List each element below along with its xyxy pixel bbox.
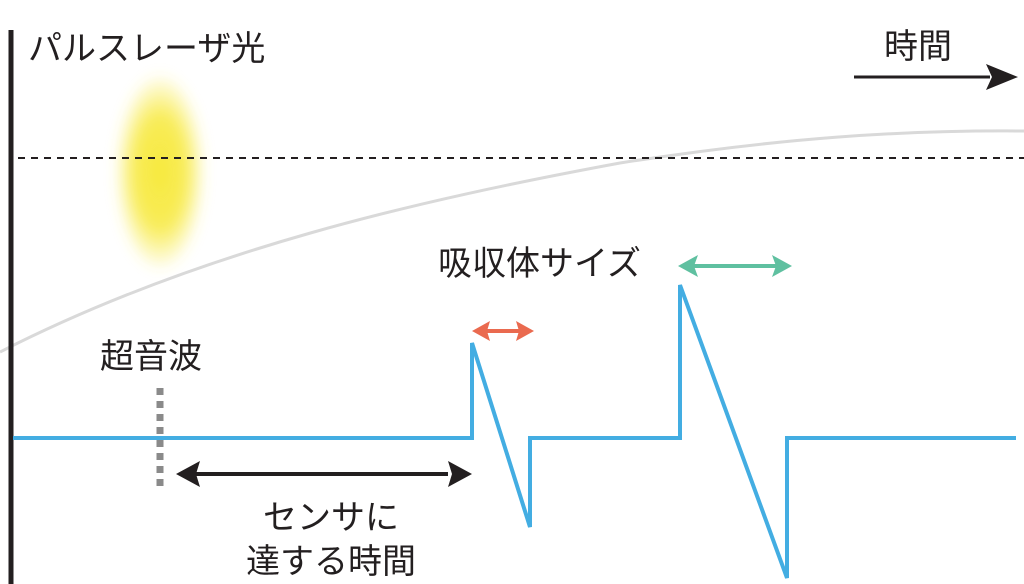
sensor-label-line-1: センサに bbox=[263, 498, 399, 538]
absorber-size-label: 吸収体サイズ bbox=[438, 244, 641, 284]
pulse-laser-label: パルスレーザ光 bbox=[28, 29, 266, 69]
time-arrow-head bbox=[986, 64, 1018, 90]
signal-waveform bbox=[13, 284, 1016, 579]
large-absorber-arrow-head-left bbox=[678, 255, 698, 277]
sensor-time-arrow-head-right bbox=[448, 461, 472, 487]
laser-pulse-glow bbox=[114, 72, 206, 272]
ultrasound-label: 超音波 bbox=[100, 337, 202, 377]
gray-curve bbox=[0, 129, 1024, 354]
sensor-time-arrow-head-left bbox=[176, 461, 200, 487]
sensor-label-line-2: 達する時間 bbox=[246, 542, 416, 582]
sensor-arrival-time-label: センサに 達する時間 bbox=[246, 496, 416, 584]
small-absorber-arrow-head-left bbox=[472, 321, 490, 341]
time-axis-label: 時間 bbox=[884, 27, 952, 67]
large-absorber-arrow-head-right bbox=[772, 255, 792, 277]
small-absorber-arrow-head-right bbox=[516, 321, 534, 341]
